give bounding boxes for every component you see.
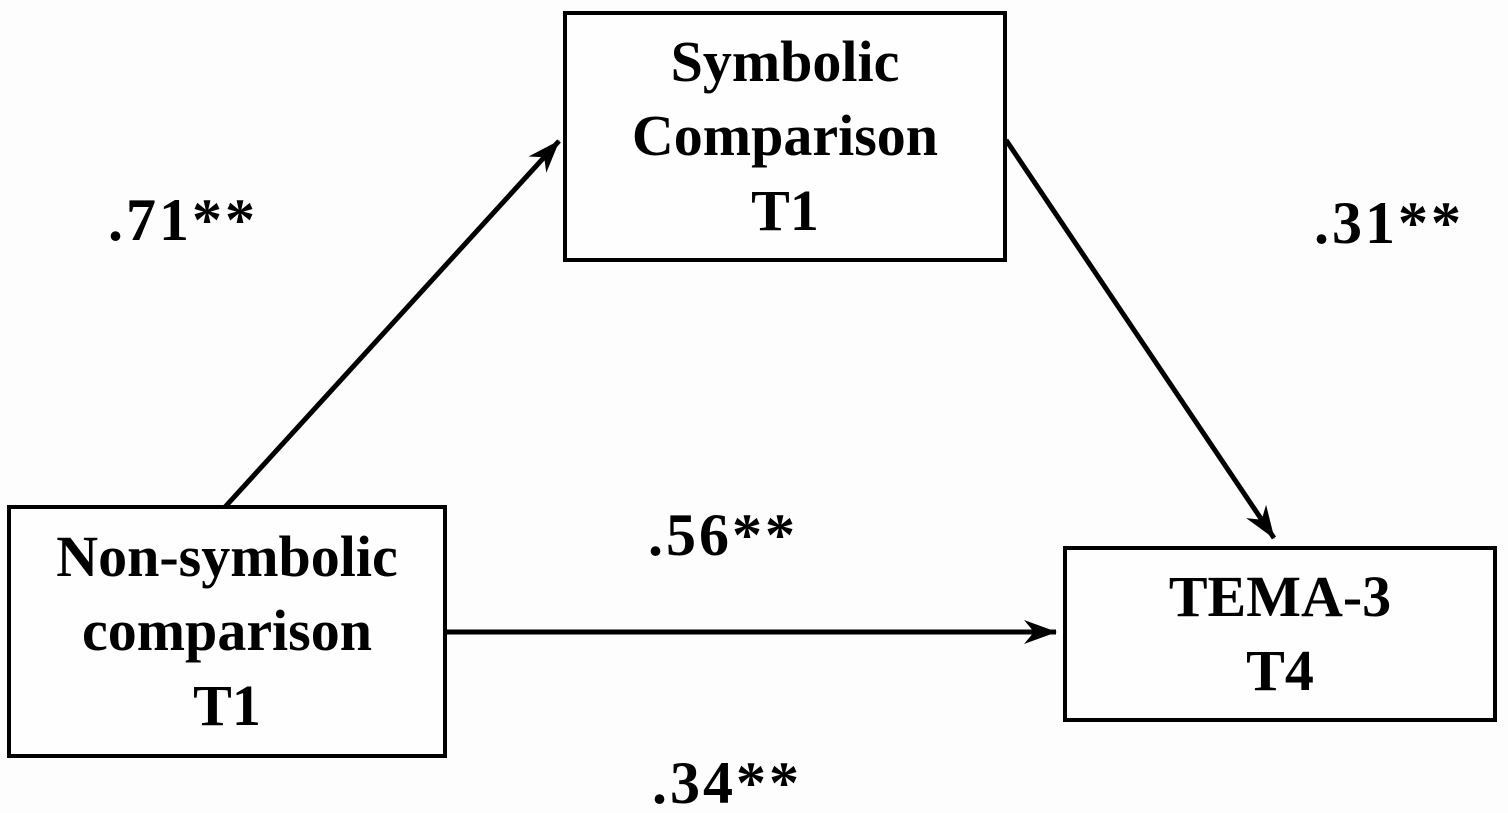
path-coefficient-total: .34**: [652, 750, 802, 813]
node-symbolic-line-1: Symbolic: [670, 29, 900, 95]
path-coefficient-b: .31**: [1314, 190, 1464, 256]
node-tema-3: TEMA-3 T4: [1063, 546, 1497, 722]
node-tema-line-2: T4: [1246, 638, 1314, 703]
node-symbolic-line-3: T1: [751, 177, 819, 243]
path-coefficient-direct: .56**: [648, 502, 798, 568]
node-symbolic-comparison: Symbolic Comparison T1: [563, 11, 1007, 262]
path-coefficient-a: .71**: [108, 187, 258, 253]
node-nonsymbolic-line-3: T1: [193, 672, 261, 738]
node-nonsymbolic-line-2: comparison: [82, 598, 372, 664]
arrow-symbolic-to-tema: [1003, 138, 1277, 540]
node-symbolic-line-2: Comparison: [631, 103, 939, 169]
node-nonsymbolic-comparison: Non-symbolic comparison T1: [7, 505, 447, 758]
node-nonsymbolic-line-1: Non-symbolic: [56, 524, 398, 590]
arrow-nonsymbolic-to-symbolic: [223, 139, 561, 509]
node-tema-line-1: TEMA-3: [1168, 563, 1392, 629]
